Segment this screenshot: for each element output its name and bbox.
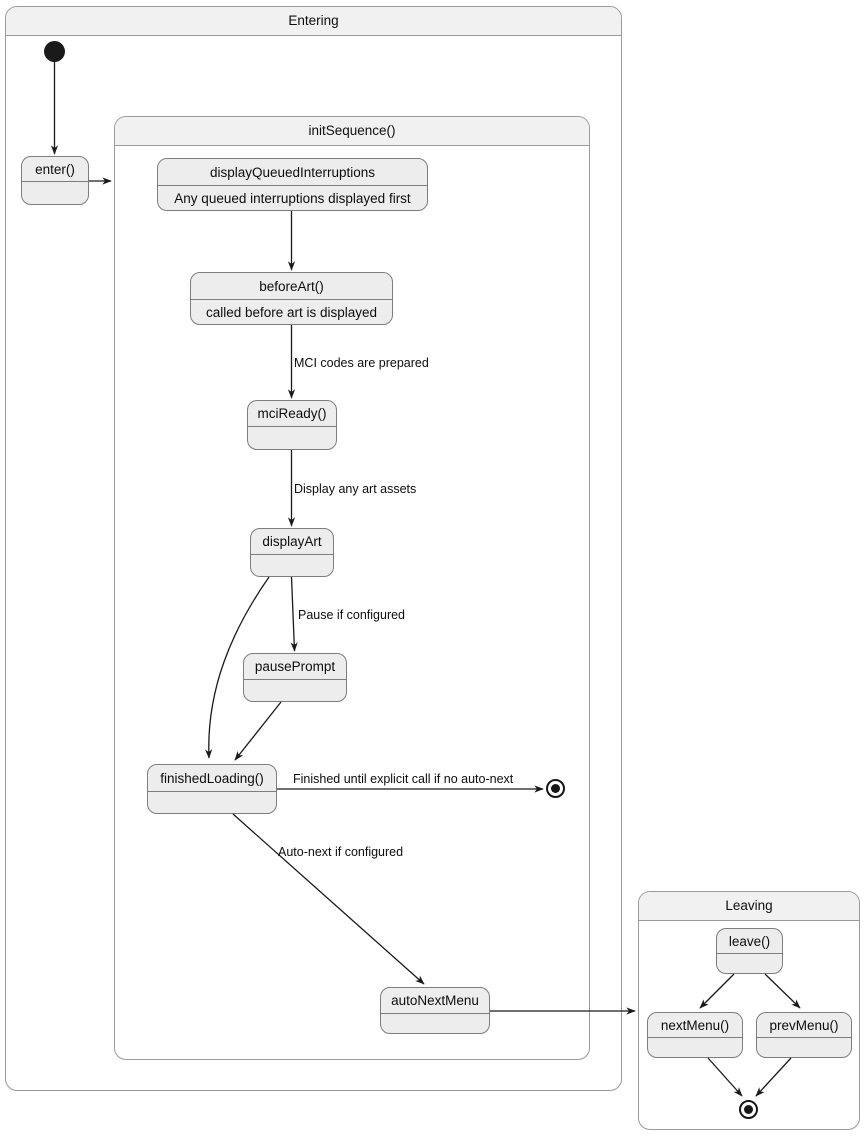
state-leave-body — [717, 954, 782, 973]
state-leave-name: leave() — [717, 929, 782, 954]
state-display-art-name: displayArt — [251, 529, 333, 555]
state-before-art[interactable]: beforeArt() called before art is display… — [190, 272, 393, 325]
transition-finished-loading-to-auto-next-menu[interactable] — [232, 813, 425, 985]
state-before-art-name: beforeArt() — [191, 273, 392, 300]
state-enter-body — [22, 182, 88, 204]
state-enter[interactable]: enter() — [21, 156, 89, 205]
transition-label-mci-codes: MCI codes are prepared — [294, 356, 429, 370]
state-auto-next-menu-body — [381, 1014, 489, 1033]
final-state-node-entering[interactable] — [546, 779, 565, 798]
state-pause-prompt[interactable]: pausePrompt — [243, 653, 347, 702]
transition-prev-menu-to-final[interactable] — [755, 1057, 792, 1097]
state-prev-menu-name: prevMenu() — [757, 1013, 851, 1038]
transition-leave-to-prev-menu[interactable] — [764, 973, 801, 1009]
transition-label-display-art-assets: Display any art assets — [294, 482, 417, 496]
state-pause-prompt-body — [244, 680, 346, 701]
state-auto-next-menu-name: autoNextMenu — [381, 988, 489, 1014]
state-prev-menu[interactable]: prevMenu() — [756, 1012, 852, 1058]
transition-label-pause-if-configured: Pause if configured — [298, 608, 406, 622]
state-finished-loading[interactable]: finishedLoading() — [147, 764, 277, 814]
state-auto-next-menu[interactable]: autoNextMenu — [380, 987, 490, 1034]
transition-display-art-to-pause-prompt[interactable] — [290, 576, 298, 652]
state-display-queued-interruptions-body: Any queued interruptions displayed first — [174, 191, 411, 206]
state-mci-ready-body — [248, 427, 336, 449]
transition-leave-to-next-menu[interactable] — [699, 973, 735, 1009]
state-pause-prompt-name: pausePrompt — [244, 654, 346, 680]
transition-next-menu-to-final[interactable] — [707, 1057, 743, 1097]
state-finished-loading-name: finishedLoading() — [148, 765, 276, 792]
state-mci-ready-name: mciReady() — [248, 401, 336, 427]
composite-state-leaving[interactable]: Leaving — [638, 891, 860, 1130]
state-finished-loading-body — [148, 792, 276, 813]
composite-title-entering: Entering — [6, 7, 621, 36]
composite-title-init-sequence: initSequence() — [115, 117, 589, 146]
state-display-art[interactable]: displayArt — [250, 528, 334, 577]
transition-display-art-to-finished-loading[interactable] — [205, 576, 270, 759]
state-next-menu[interactable]: nextMenu() — [647, 1012, 743, 1058]
state-display-queued-interruptions-name: displayQueuedInterruptions — [158, 159, 427, 186]
transition-label-auto-next-if-configured: Auto-next if configured — [278, 845, 404, 859]
transition-label-finished-until-explicit: Finished until explicit call if no auto-… — [293, 772, 514, 786]
state-before-art-body: called before art is displayed — [205, 305, 378, 320]
state-next-menu-body — [648, 1038, 742, 1057]
final-state-node-leaving[interactable] — [739, 1100, 758, 1119]
state-next-menu-name: nextMenu() — [648, 1013, 742, 1038]
state-prev-menu-body — [757, 1038, 851, 1057]
composite-title-leaving: Leaving — [639, 892, 859, 921]
composite-state-init-sequence[interactable]: initSequence() — [114, 116, 590, 1060]
state-display-art-body — [251, 555, 333, 576]
initial-state-node[interactable] — [44, 41, 65, 62]
state-leave[interactable]: leave() — [716, 928, 783, 974]
state-mci-ready[interactable]: mciReady() — [247, 400, 337, 450]
state-display-queued-interruptions[interactable]: displayQueuedInterruptions Any queued in… — [157, 158, 428, 211]
transition-pause-prompt-to-finished-loading[interactable] — [234, 701, 282, 761]
state-enter-name: enter() — [22, 157, 88, 182]
